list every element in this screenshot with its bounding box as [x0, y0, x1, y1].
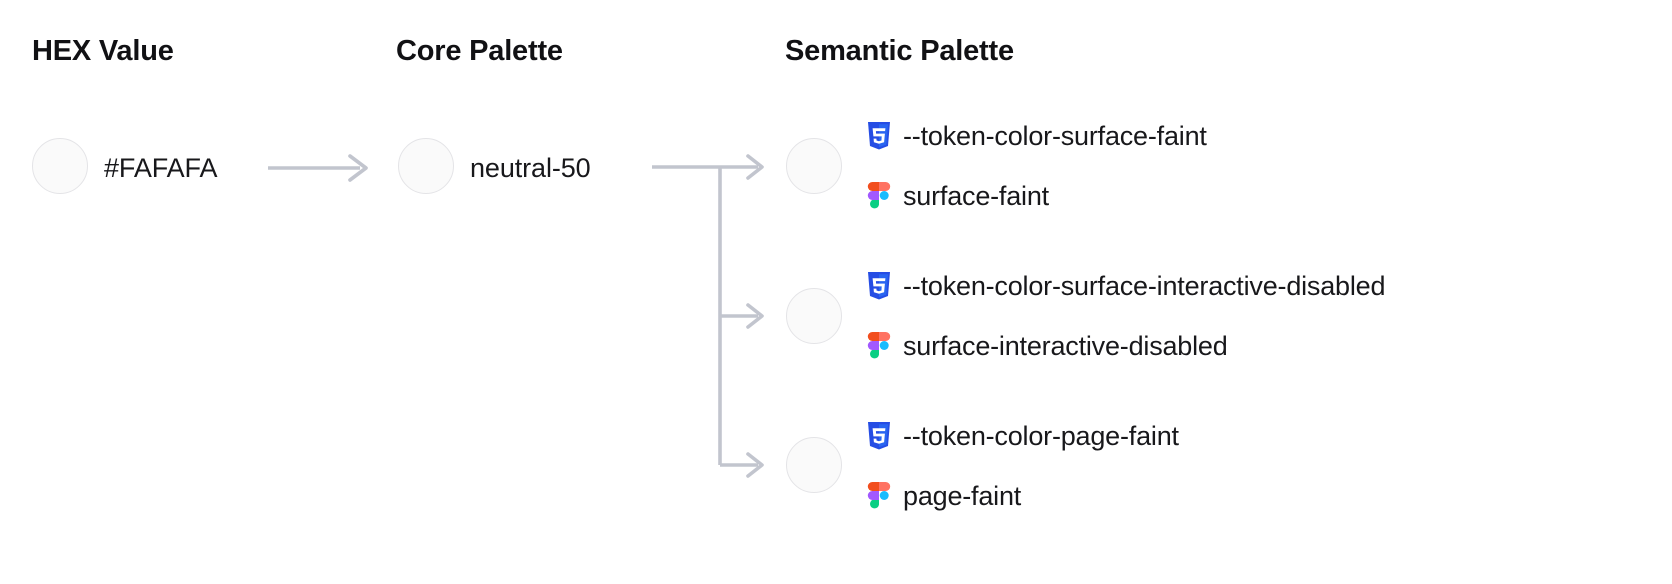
- swatch-semantic-page-faint[interactable]: [786, 437, 842, 493]
- figma-token-line: surface-faint: [866, 176, 1207, 216]
- figma-icon: [866, 481, 892, 511]
- css-token-line: --token-color-page-faint: [866, 416, 1179, 456]
- figma-icon: [866, 181, 892, 211]
- semantic-row: --token-color-page-faint page-faint: [866, 416, 1179, 516]
- semantic-row: --token-color-surface-faint surface-fain…: [866, 116, 1207, 216]
- branch-connector-core-to-semantic: [652, 154, 764, 478]
- figma-token-text: surface-interactive-disabled: [903, 330, 1228, 361]
- figma-token-line: page-faint: [866, 476, 1179, 516]
- figma-token-line: surface-interactive-disabled: [866, 326, 1385, 366]
- figma-token-text: surface-faint: [903, 180, 1049, 211]
- swatch-hex-value[interactable]: [32, 138, 88, 194]
- column-title-semantic-palette: Semantic Palette: [785, 35, 1014, 67]
- figma-token-text: page-faint: [903, 480, 1022, 511]
- css3-icon: [866, 121, 892, 151]
- css-token-text: --token-color-page-faint: [903, 420, 1179, 451]
- css-token-text: --token-color-surface-interactive-disabl…: [903, 270, 1386, 301]
- css3-icon: [866, 421, 892, 451]
- css-token-line: --token-color-surface-faint: [866, 116, 1207, 156]
- core-palette-label: neutral-50: [470, 153, 591, 183]
- arrow-hex-to-core: [268, 154, 368, 182]
- hex-value-label: #FAFAFA: [104, 153, 218, 183]
- css-token-line: --token-color-surface-interactive-disabl…: [866, 266, 1385, 306]
- column-title-core-palette: Core Palette: [396, 35, 563, 67]
- semantic-row: --token-color-surface-interactive-disabl…: [866, 266, 1385, 366]
- swatch-semantic-surface-interactive-disabled[interactable]: [786, 288, 842, 344]
- swatch-semantic-surface-faint[interactable]: [786, 138, 842, 194]
- figma-icon: [866, 331, 892, 361]
- column-title-hex-value: HEX Value: [32, 35, 174, 67]
- swatch-core-palette[interactable]: [398, 138, 454, 194]
- css3-icon: [866, 271, 892, 301]
- css-token-text: --token-color-surface-faint: [903, 120, 1207, 151]
